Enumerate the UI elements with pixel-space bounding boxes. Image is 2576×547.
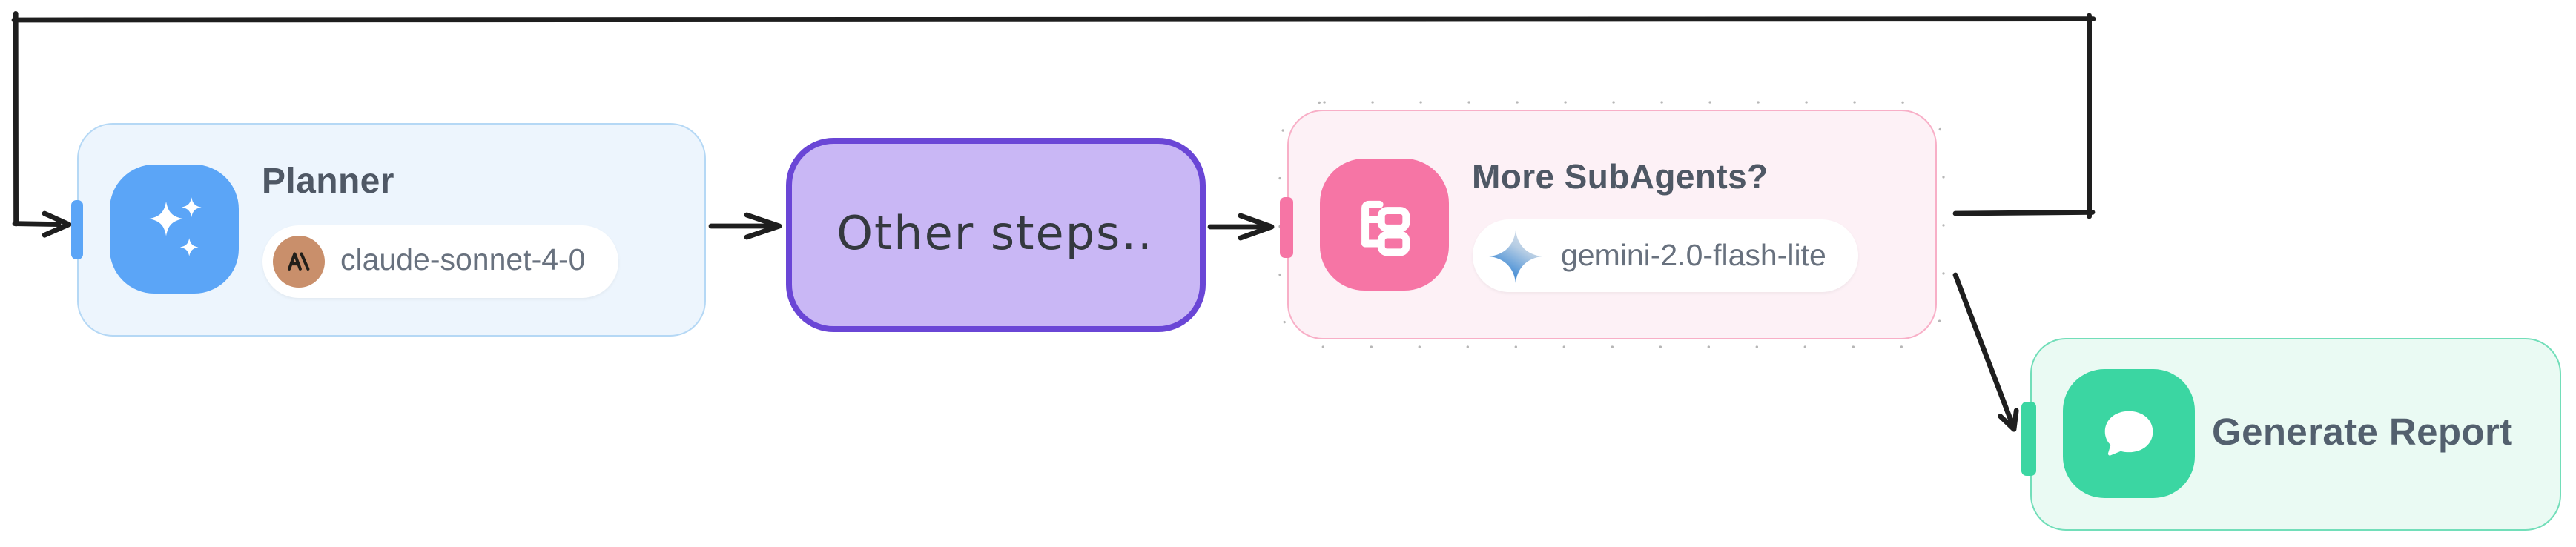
tree-icon bbox=[1319, 159, 1448, 291]
chat-bubble-icon bbox=[2062, 369, 2194, 498]
more-subagents-model-badge[interactable]: gemini-2.0-flash-lite bbox=[1472, 219, 1859, 292]
node-other-steps[interactable]: Other steps.. bbox=[785, 137, 1205, 331]
edge-planner-to-other-steps[interactable] bbox=[708, 212, 782, 240]
arrowhead bbox=[1998, 408, 2019, 432]
selection-outline-more-subagents bbox=[1278, 101, 1945, 348]
planner-title: Planner bbox=[262, 161, 394, 201]
gemini-icon bbox=[1488, 229, 1542, 282]
node-planner[interactable]: Planner claude-sonnet-4-0 bbox=[70, 122, 705, 336]
generate-report-title: Generate Report bbox=[2212, 412, 2513, 454]
edge-more-subagents-loop-to-planner[interactable] bbox=[11, 10, 2096, 238]
arrowhead bbox=[1238, 213, 1275, 241]
generate-report-input-handle[interactable] bbox=[2021, 401, 2035, 475]
planner-input-handle[interactable] bbox=[70, 200, 82, 259]
planner-model-name: claude-sonnet-4-0 bbox=[340, 243, 586, 277]
node-generate-report[interactable]: Generate Report bbox=[2021, 337, 2560, 530]
arrowhead bbox=[744, 212, 782, 240]
planner-model-badge[interactable]: claude-sonnet-4-0 bbox=[262, 225, 618, 297]
edge-other-steps-to-more-subagents[interactable] bbox=[1207, 213, 1275, 241]
edge-more-subagents-to-generate-report[interactable] bbox=[1952, 272, 2019, 432]
other-steps-label: Other steps.. bbox=[836, 208, 1154, 261]
more-subagents-input-handle[interactable] bbox=[1280, 196, 1293, 257]
more-subagents-title: More SubAgents? bbox=[1472, 157, 1768, 196]
more-subagents-model-name: gemini-2.0-flash-lite bbox=[1561, 238, 1826, 272]
sparkles-icon bbox=[109, 165, 238, 294]
anthropic-icon bbox=[272, 235, 324, 287]
node-more-subagents[interactable]: More SubAgents? gemini-2.0-flash-lite bbox=[1280, 110, 1936, 339]
arrowhead bbox=[42, 210, 72, 238]
